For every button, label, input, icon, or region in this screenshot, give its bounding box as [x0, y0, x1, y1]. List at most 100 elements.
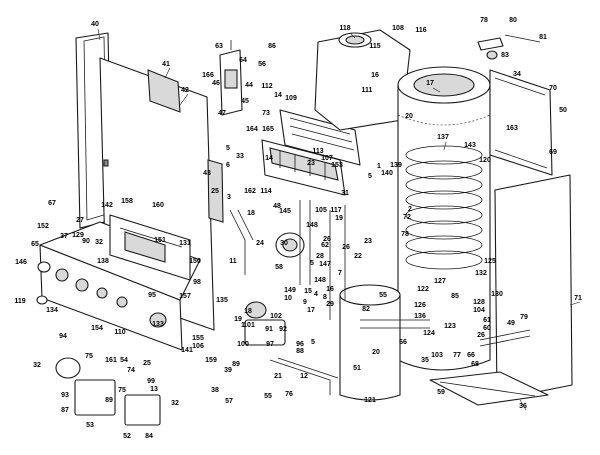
- callout-18: 18: [244, 308, 252, 315]
- gas-valve-assembly: [219, 40, 243, 116]
- top-right-fittings: [477, 34, 541, 60]
- callout-146: 146: [15, 259, 27, 266]
- callout-129: 129: [72, 232, 84, 239]
- callout-116: 116: [415, 27, 426, 34]
- insulation-strip: [207, 159, 224, 223]
- callout-59: 59: [437, 389, 445, 396]
- callout-89: 89: [105, 397, 113, 404]
- callout-164: 164: [246, 126, 258, 133]
- callout-157: 157: [179, 293, 191, 300]
- callout-66: 66: [399, 339, 407, 346]
- callout-85: 85: [451, 293, 459, 300]
- callout-115: 115: [369, 43, 380, 50]
- callout-74: 74: [127, 367, 135, 374]
- hot-water-cylinder: [397, 66, 491, 371]
- callout-98: 98: [193, 279, 201, 286]
- expansion-vessel: [339, 284, 401, 401]
- callout-10: 10: [284, 295, 292, 302]
- callout-49: 49: [507, 320, 515, 327]
- pipework: [229, 200, 531, 395]
- callout-39: 39: [224, 367, 232, 374]
- callout-118: 118: [339, 25, 350, 32]
- callout-87: 87: [61, 407, 69, 414]
- callout-5: 5: [368, 173, 372, 180]
- callout-110: 110: [114, 329, 125, 336]
- callout-54: 54: [120, 357, 128, 364]
- callout-71: 71: [574, 295, 582, 302]
- callout-66: 66: [467, 352, 475, 359]
- callout-82: 82: [362, 306, 370, 313]
- callout-137: 137: [437, 134, 449, 141]
- callout-81: 81: [539, 34, 547, 41]
- callout-121: 121: [364, 397, 376, 404]
- callout-47: 47: [218, 110, 226, 117]
- callout-130: 130: [491, 291, 503, 298]
- callout-20: 20: [405, 113, 413, 120]
- callout-21: 21: [274, 373, 282, 380]
- callout-20: 20: [372, 349, 380, 356]
- callout-8: 8: [323, 294, 327, 301]
- front-casing-panel: [494, 174, 573, 401]
- callout-16: 16: [326, 286, 334, 293]
- callout-28: 28: [316, 253, 324, 260]
- callout-41: 41: [162, 61, 170, 68]
- callout-151: 151: [154, 237, 166, 244]
- callout-104: 104: [473, 307, 485, 314]
- callout-155: 155: [192, 335, 204, 342]
- rear-frame-right: [489, 69, 553, 176]
- callout-165: 165: [262, 126, 274, 133]
- callout-78: 78: [401, 231, 409, 238]
- callout-30: 30: [280, 240, 288, 247]
- callout-79: 79: [520, 314, 528, 321]
- callout-127: 127: [434, 278, 446, 285]
- callout-161: 161: [105, 357, 117, 364]
- callout-68: 68: [471, 361, 479, 368]
- callout-83: 83: [501, 52, 509, 59]
- callout-61: 61: [483, 317, 491, 324]
- callout-67: 67: [48, 200, 56, 207]
- burner-assembly: [261, 139, 346, 196]
- callout-6: 6: [226, 162, 230, 169]
- callout-77: 77: [453, 352, 461, 359]
- callout-26: 26: [477, 332, 485, 339]
- callout-95: 95: [148, 292, 156, 299]
- callout-125: 125: [484, 258, 496, 265]
- callout-3: 3: [227, 194, 231, 201]
- callout-119: 119: [14, 298, 25, 305]
- callout-100: 100: [237, 341, 249, 348]
- callout-166: 166: [202, 72, 214, 79]
- callout-7: 7: [338, 270, 342, 277]
- callout-88: 88: [296, 348, 304, 355]
- callout-117: 117: [330, 207, 341, 214]
- diverter-valve: [244, 301, 286, 346]
- callout-14: 14: [265, 155, 273, 162]
- callout-36: 36: [519, 403, 527, 410]
- callout-38: 38: [211, 387, 219, 394]
- callout-138: 138: [97, 258, 109, 265]
- callout-92: 92: [279, 326, 287, 333]
- callout-111: 111: [362, 87, 373, 94]
- callout-75: 75: [85, 353, 93, 360]
- callout-5: 5: [311, 339, 315, 346]
- callout-37: 37: [60, 233, 68, 240]
- callout-29: 29: [326, 301, 334, 308]
- callout-153: 153: [331, 162, 343, 169]
- callout-93: 93: [61, 392, 69, 399]
- callout-158: 158: [121, 198, 133, 205]
- callout-42: 42: [181, 87, 189, 94]
- callout-48: 48: [273, 203, 281, 210]
- callout-34: 34: [513, 71, 521, 78]
- control-panel-fascia: [36, 221, 201, 351]
- callout-52: 52: [123, 433, 131, 440]
- callout-105: 105: [315, 207, 327, 214]
- callout-46: 46: [212, 80, 220, 87]
- callout-23: 23: [307, 160, 315, 167]
- callout-148: 148: [306, 222, 318, 229]
- callout-64: 64: [239, 57, 247, 64]
- flue-hood: [314, 29, 411, 131]
- callout-90: 90: [82, 238, 90, 245]
- callout-99: 99: [147, 378, 155, 385]
